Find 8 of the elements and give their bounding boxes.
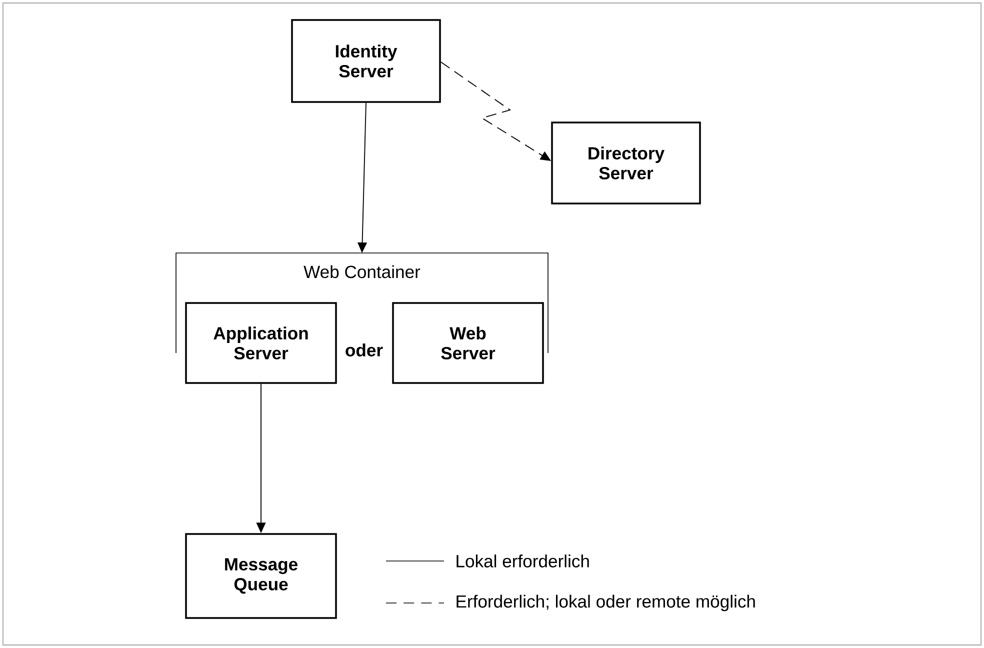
server-box: Directory Server: [551, 122, 701, 204]
server-box: Web Server: [392, 302, 544, 384]
server-box: Message Queue: [185, 533, 337, 619]
legend-item: Lokal erforderlich: [386, 554, 589, 568]
server-box: Application Server: [185, 302, 337, 384]
connector-word: oder: [346, 344, 383, 356]
legend-item: Erforderlich; lokal oder remote möglich: [386, 594, 755, 612]
server-box: Identity Server: [291, 19, 441, 103]
